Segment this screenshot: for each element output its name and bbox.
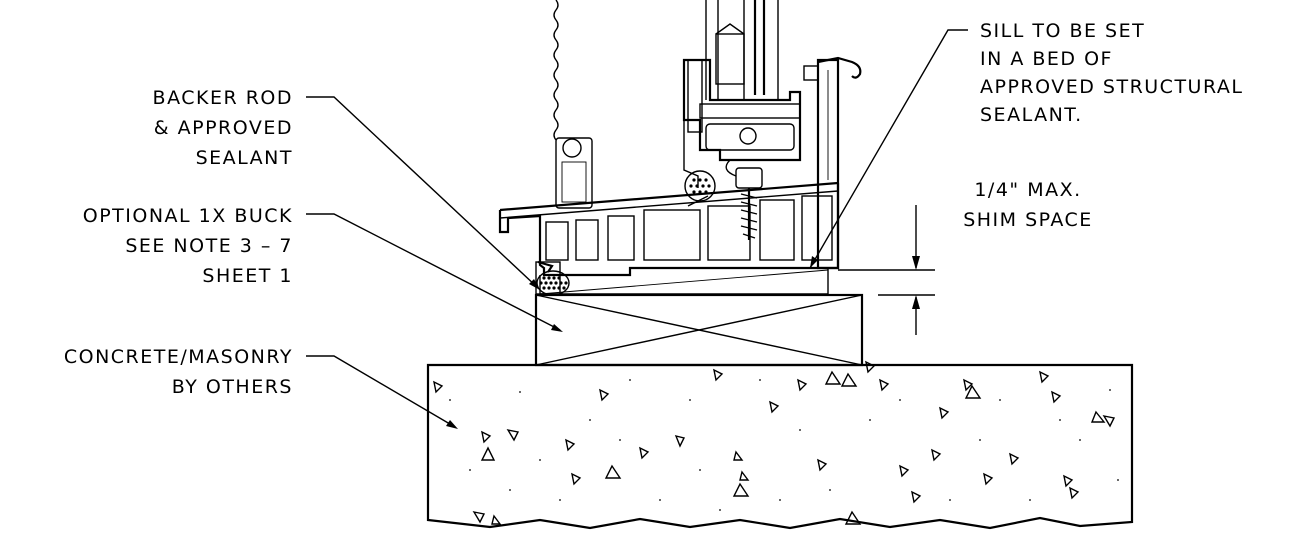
sealant-bead — [537, 260, 554, 273]
sill-note-line-3: APPROVED STRUCTURAL — [980, 76, 1243, 98]
sill-note-line-4: SEALANT. — [980, 104, 1083, 126]
drip-hook — [817, 56, 862, 79]
shim-line-1: 1/4" MAX. — [974, 179, 1081, 201]
interior-stop — [555, 137, 593, 209]
screw-head — [735, 167, 763, 189]
backer-rod-note: BACKER ROD & APPROVED SEALANT — [153, 87, 540, 290]
wood-buck — [534, 293, 864, 367]
aggregate-speckles — [449, 379, 1119, 511]
buck-line-3: SHEET 1 — [202, 265, 293, 287]
stop-inner — [561, 161, 587, 203]
weep-foam-dots — [689, 178, 711, 194]
concrete-slab — [426, 360, 1134, 530]
weather-strip — [803, 65, 819, 81]
concrete-line-1: CONCRETE/MASONRY — [64, 346, 293, 368]
shim-space-note: 1/4" MAX. SHIM SPACE — [838, 179, 1093, 335]
buck-line-2: SEE NOTE 3 – 7 — [125, 235, 293, 257]
interior-glazing-leg — [687, 59, 703, 133]
anchor-screw — [735, 167, 763, 240]
sill-note-line-1: SILL TO BE SET — [980, 20, 1145, 42]
sill-note-arrowhead — [810, 256, 818, 268]
glazing-bead — [715, 33, 745, 85]
aggregate-triangles — [433, 360, 1116, 525]
sash-bottom — [682, 58, 802, 162]
backer-rod-leader — [306, 96, 538, 288]
interior-leg — [683, 120, 699, 188]
sill-sealant-note: SILL TO BE SET IN A BED OF APPROVED STRU… — [809, 20, 1243, 269]
sill-note-leader — [809, 29, 968, 269]
chamber-4 — [643, 209, 701, 261]
sill-top-slope-inner — [499, 190, 839, 219]
screw-threads — [740, 193, 758, 239]
backer-rod-line-3: SEALANT — [196, 147, 293, 169]
concrete-outline — [426, 363, 1134, 530]
chamber-6 — [759, 199, 795, 261]
weep-foam — [684, 170, 716, 202]
wall-break-line — [553, 0, 559, 141]
sealant-bed-diagonal — [539, 269, 829, 295]
chamber-2 — [575, 219, 599, 261]
buck-note: OPTIONAL 1X BUCK SEE NOTE 3 – 7 SHEET 1 — [83, 205, 563, 332]
sill-top-slope — [499, 181, 839, 212]
backer-rod-line-1: BACKER ROD — [153, 87, 293, 109]
chamber-5 — [707, 205, 751, 261]
sash-lock-roller — [739, 127, 757, 145]
screw-clip — [725, 159, 737, 177]
concrete-leader — [306, 355, 456, 428]
concrete-arrowhead — [446, 420, 458, 429]
buck-diagonal-2 — [535, 294, 863, 366]
sill-note-line-2: IN A BED OF — [980, 48, 1113, 70]
sash-channel — [699, 103, 801, 119]
shim-line-2: SHIM SPACE — [963, 209, 1093, 231]
sash-lock — [705, 123, 795, 151]
chamber-3 — [607, 215, 635, 261]
concrete-line-2: BY OTHERS — [172, 376, 293, 398]
backer-rod-hatch — [539, 276, 568, 290]
buck-line-1: OPTIONAL 1X BUCK — [83, 205, 293, 227]
shim-arrow-up — [912, 295, 920, 309]
shim-arrow-down — [912, 256, 920, 270]
buck-leader — [306, 213, 561, 331]
concrete-note: CONCRETE/MASONRY BY OTHERS — [64, 346, 458, 429]
stop-bead — [562, 138, 582, 158]
chamber-1 — [545, 221, 569, 261]
weep-leader — [687, 195, 709, 207]
backer-rod-line-2: & APPROVED — [154, 117, 293, 139]
glazing-bead-top — [715, 23, 745, 35]
buck-arrowhead — [551, 324, 563, 332]
